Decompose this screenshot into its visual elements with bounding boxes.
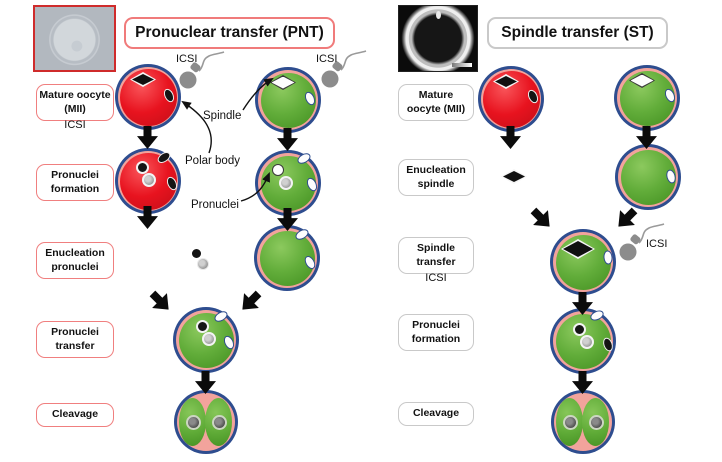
pronucleus-icon	[142, 173, 156, 187]
spindle-fill	[563, 241, 593, 257]
st-step-transfer: Spindle transfer	[398, 237, 474, 275]
blastomere	[582, 398, 609, 446]
removed-spindle-icon	[501, 169, 527, 184]
sperm-midpiece	[630, 234, 641, 245]
pronucleus-icon	[279, 176, 293, 190]
scale-bar	[452, 63, 472, 67]
st-cleavage-embryo	[551, 390, 615, 454]
pnt-cleavage-embryo	[174, 390, 238, 454]
pnt-step-enucleation: Enucleation pronuclei	[36, 242, 114, 280]
st-reconstructed-oocyte	[550, 229, 616, 295]
pnt-step-transfer: Pronuclei transfer	[36, 321, 114, 359]
sperm-head	[179, 71, 197, 89]
st-title: Spindle transfer (ST)	[487, 17, 668, 49]
nucleus-icon	[563, 415, 578, 430]
pronucleus-icon	[196, 320, 209, 333]
st-step-formation: Pronuclei formation	[398, 314, 474, 352]
down-arrow-icon	[137, 126, 158, 149]
icsi-label: ICSI	[646, 238, 668, 250]
diagonal-arrow-icon	[526, 203, 557, 234]
blastomere	[179, 398, 206, 446]
polar-body-annotation: Polar body	[185, 155, 240, 167]
sperm-tail	[638, 223, 665, 244]
nucleus-icon	[589, 415, 604, 430]
icsi-label: ICSI	[176, 53, 198, 65]
st-step-mature: Mature oocyte (MII)	[398, 84, 474, 122]
pnt-title: Pronuclear transfer (PNT)	[124, 17, 335, 49]
diagonal-arrow-icon	[235, 286, 266, 317]
pnt-step-mature-sub: ICSI	[64, 119, 86, 131]
spindle-fill	[630, 74, 654, 87]
spindle-icon	[270, 75, 296, 90]
blastomere	[556, 398, 583, 446]
pnt-step-cleavage: Cleavage	[36, 403, 114, 427]
st-green-mii-oocyte	[614, 65, 680, 131]
pnt-red-mii-oocyte	[115, 64, 181, 130]
st-pronuclei-oocyte	[550, 308, 616, 374]
fluorescence-oocyte-image	[398, 5, 478, 72]
pronucleus-icon	[580, 335, 594, 349]
spindle-icon	[629, 73, 655, 88]
sperm-icon	[619, 223, 665, 261]
pnt-green-pronuclei-oocyte	[255, 150, 321, 216]
pnt-step-mature: Mature oocyte (MII)	[36, 84, 114, 122]
nucleus-icon	[186, 415, 201, 430]
pronuclei-annotation: Pronuclei	[191, 199, 239, 211]
spindle-fill	[503, 171, 525, 182]
st-step-cleavage: Cleavage	[398, 402, 474, 426]
icsi-label: ICSI	[316, 53, 338, 65]
sperm-icon	[179, 51, 225, 89]
nucleus-icon	[212, 415, 227, 430]
pnt-green-enucleated-oocyte	[254, 225, 320, 291]
brightfield-oocyte-image	[33, 5, 116, 72]
st-step-transfer-sub: ICSI	[425, 272, 447, 284]
pnt-step-formation: Pronuclei formation	[36, 164, 114, 202]
removed-pronucleus-icon	[192, 249, 201, 258]
pronucleus-icon	[202, 332, 216, 346]
spindle-fill	[495, 76, 517, 87]
pronucleus-icon	[136, 161, 149, 174]
st-green-enucleated-oocyte	[615, 144, 681, 210]
st-step-enucleation: Enucleation spindle	[398, 159, 474, 197]
sperm-head	[619, 243, 637, 261]
perivitelline-space	[177, 393, 235, 451]
pnt-reconstructed-oocyte	[173, 307, 239, 373]
sperm-midpiece	[190, 62, 201, 73]
removed-pronucleus-icon	[197, 258, 209, 270]
sperm-tail	[198, 51, 225, 72]
blastomere	[205, 398, 232, 446]
st-red-mii-oocyte	[478, 66, 544, 132]
spindle-annotation: Spindle	[203, 110, 242, 122]
sperm-midpiece	[332, 61, 343, 72]
spindle-fill	[271, 76, 295, 89]
pronucleus-icon	[272, 164, 284, 176]
sperm-head	[321, 70, 339, 88]
sperm-tail	[340, 50, 367, 71]
pnt-green-mii-oocyte	[255, 67, 321, 133]
transferred-spindle-icon	[561, 239, 595, 259]
perivitelline-space	[554, 393, 612, 451]
diagonal-arrow-icon	[145, 286, 176, 317]
spindle-icon	[493, 74, 519, 89]
pronucleus-icon	[573, 323, 586, 336]
pnt-red-pronuclei-oocyte	[115, 148, 181, 214]
spindle-fill	[132, 74, 154, 85]
sperm-icon	[321, 50, 367, 88]
polar-body-spot	[435, 11, 441, 20]
spindle-icon	[130, 72, 156, 87]
